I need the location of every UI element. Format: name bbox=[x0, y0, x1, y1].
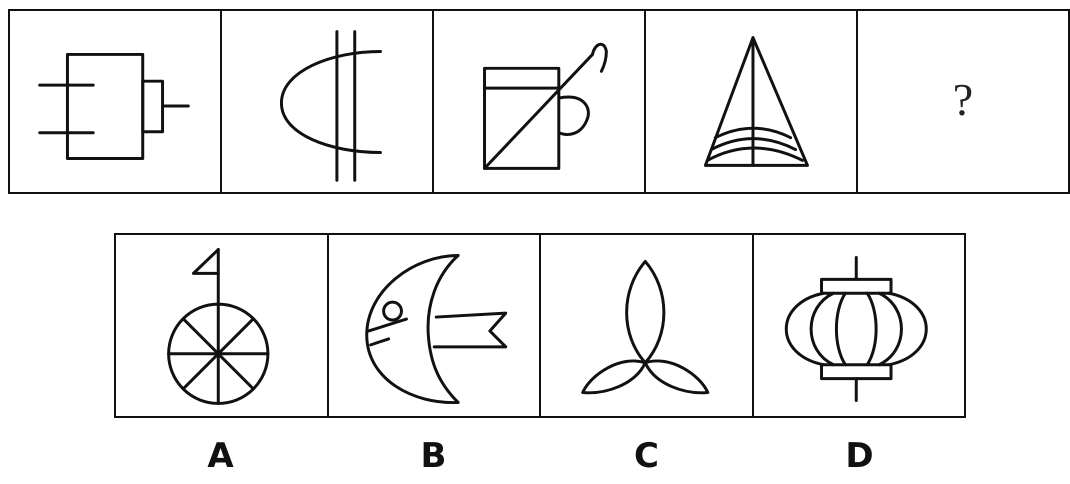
triangle-with-arcs-icon bbox=[646, 11, 856, 192]
option-d-label[interactable]: D bbox=[753, 436, 966, 476]
lantern-icon bbox=[754, 235, 965, 416]
option-c-figure[interactable] bbox=[541, 235, 754, 416]
wheel-with-flag-icon bbox=[116, 235, 327, 416]
option-b-label[interactable]: B bbox=[327, 436, 540, 476]
question-mark: ? bbox=[858, 73, 1068, 126]
option-b-figure[interactable] bbox=[329, 235, 542, 416]
question-figure-4 bbox=[646, 11, 858, 192]
plug-shape-icon bbox=[10, 11, 220, 192]
option-c-label[interactable]: C bbox=[540, 436, 753, 476]
question-figure-1 bbox=[10, 11, 222, 192]
question-row: ? bbox=[8, 9, 1070, 194]
options-row bbox=[114, 233, 966, 418]
option-a-label[interactable]: A bbox=[114, 436, 327, 476]
cup-with-spoon-icon bbox=[434, 11, 644, 192]
option-a-figure[interactable] bbox=[116, 235, 329, 416]
option-d-figure[interactable] bbox=[754, 235, 965, 416]
three-petal-icon bbox=[541, 235, 752, 416]
fish-icon bbox=[329, 235, 540, 416]
question-figure-3 bbox=[434, 11, 646, 192]
half-ellipse-double-line-icon bbox=[222, 11, 432, 192]
question-figure-5: ? bbox=[858, 11, 1068, 192]
question-figure-2 bbox=[222, 11, 434, 192]
option-labels: A B C D bbox=[114, 436, 966, 476]
